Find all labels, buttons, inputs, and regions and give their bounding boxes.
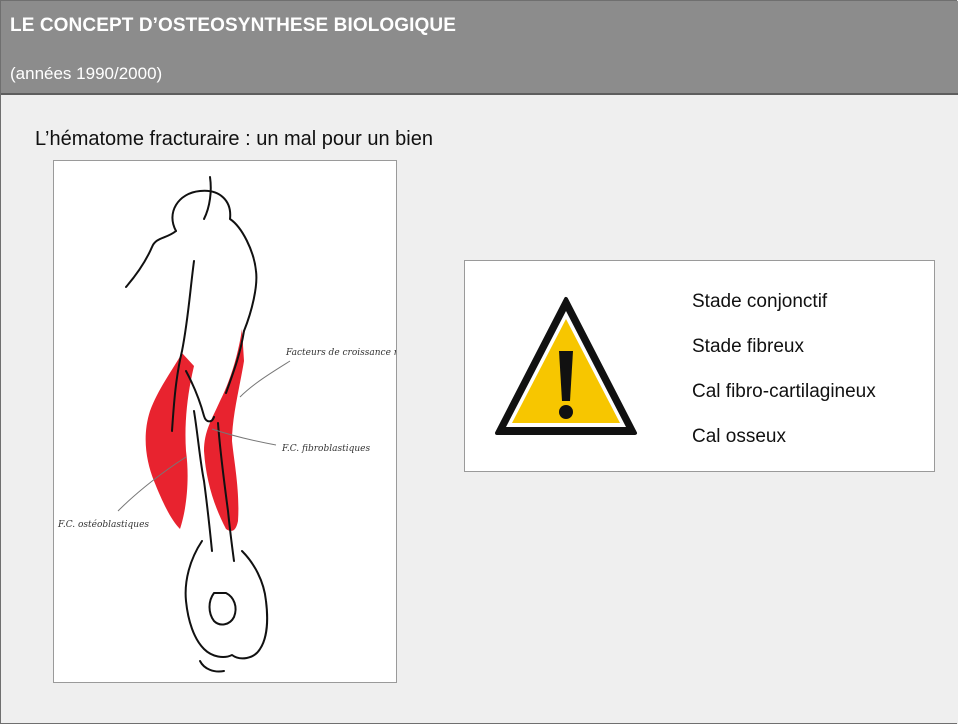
section-heading: L’hématome fracturaire : un mal pour un …	[35, 128, 433, 151]
hematoma-left	[146, 353, 194, 529]
warning-panel: Stade conjonctif Stade fibreux Cal fibro…	[464, 260, 935, 472]
stage-item: Cal osseux	[692, 426, 876, 471]
annotation-facteurs: Facteurs de croissance régulateurs	[285, 347, 397, 358]
annotation-osteoblastiques: F.C. ostéoblastiques	[57, 519, 149, 530]
annotation-fibroblastiques: F.C. fibroblastiques	[281, 444, 370, 454]
stage-item: Cal fibro-cartilagineux	[692, 381, 876, 426]
healing-stages-list: Stade conjonctif Stade fibreux Cal fibro…	[692, 291, 876, 471]
slide-title: LE CONCEPT D’OSTEOSYNTHESE BIOLOGIQUE	[10, 15, 456, 37]
femur-condyles	[186, 541, 267, 658]
stage-item: Stade conjonctif	[692, 291, 876, 336]
stage-item: Stade fibreux	[692, 336, 876, 381]
warning-triangle-icon	[493, 295, 639, 437]
title-divider	[1, 93, 958, 95]
femur-fracture-drawing: Facteurs de croissance régulateurs F.C. …	[53, 160, 397, 683]
slide-subtitle: (années 1990/2000)	[10, 64, 162, 84]
femur-sketch: Facteurs de croissance régulateurs F.C. …	[54, 161, 397, 683]
femur-head	[172, 191, 256, 331]
title-bar: LE CONCEPT D’OSTEOSYNTHESE BIOLOGIQUE (a…	[1, 1, 958, 93]
